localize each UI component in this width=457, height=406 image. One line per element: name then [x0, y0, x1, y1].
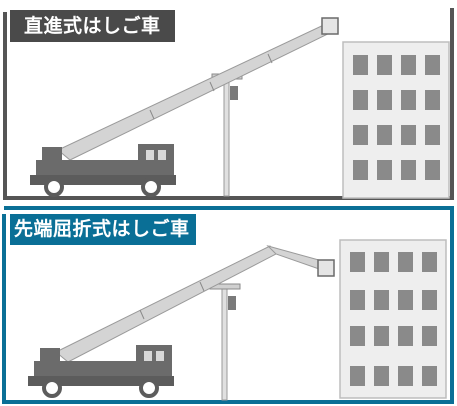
panel-title: 直進式はしご車: [10, 10, 175, 42]
truck-wheel: [141, 177, 161, 197]
truck-wheel: [44, 177, 64, 197]
panel-frame: [2, 206, 454, 404]
ladder-boom: [55, 245, 335, 363]
panel-title: 先端屈折式はしご車: [10, 214, 196, 245]
utility-pole: [209, 283, 241, 401]
ladder-truck: [30, 144, 176, 197]
rescue-basket: [321, 17, 339, 35]
articulated-ladder-truck-panel: 先端屈折式はしご車: [0, 206, 457, 406]
building-windows: [350, 252, 437, 386]
building: [339, 239, 447, 399]
ladder-truck: [28, 345, 174, 398]
panel-frame: [3, 8, 454, 200]
utility-pole: [211, 73, 243, 197]
truck-wheel: [139, 378, 159, 398]
truck-wheel: [42, 378, 62, 398]
building: [342, 41, 450, 199]
ladder-boom: [57, 17, 339, 161]
straight-ladder-illustration: [3, 8, 454, 200]
articulated-ladder-illustration: [2, 206, 454, 404]
straight-ladder-truck-panel: 直進式はしご車: [3, 8, 454, 200]
building-windows: [353, 55, 440, 180]
rescue-basket: [317, 259, 335, 277]
